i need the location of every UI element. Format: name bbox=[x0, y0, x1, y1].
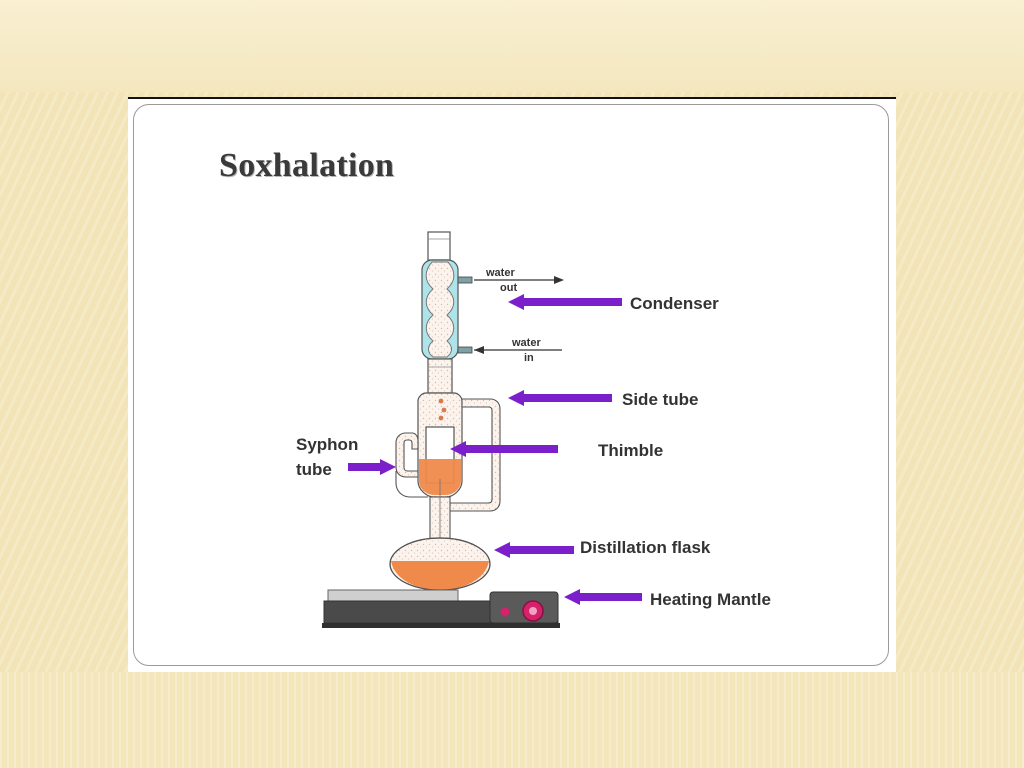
heater-arrow-icon bbox=[564, 589, 642, 605]
droplet bbox=[441, 407, 447, 413]
water-in-label-1: water bbox=[511, 337, 541, 349]
water-out-label-2: out bbox=[500, 282, 517, 294]
soxhlet-diagram: water out water in bbox=[296, 231, 771, 628]
condenser-inner-tube bbox=[425, 261, 455, 358]
heating-mantle-label: Heating Mantle bbox=[650, 590, 771, 609]
distillation-flask-label: Distillation flask bbox=[580, 538, 711, 557]
condenser-label: Condenser bbox=[630, 294, 719, 313]
extractor-neck bbox=[427, 358, 453, 394]
side-tube-arrow-icon bbox=[508, 390, 612, 406]
slide-panel: Soxhalation water out water in bbox=[128, 97, 896, 672]
heater-knob-small bbox=[500, 607, 510, 617]
syphon-arrow-icon bbox=[348, 459, 396, 475]
condenser-arrow-icon bbox=[508, 294, 622, 310]
heater-top-plate bbox=[327, 589, 459, 602]
water-in-nozzle bbox=[457, 346, 473, 354]
thimble-label: Thimble bbox=[598, 441, 663, 460]
droplet bbox=[438, 415, 444, 421]
flask-arrow-icon bbox=[494, 542, 574, 558]
slide-title: Soxhalation bbox=[219, 147, 395, 184]
arrow-left-icon bbox=[474, 346, 484, 354]
condenser-top-joint bbox=[427, 231, 451, 261]
syphon-tube bbox=[395, 432, 419, 478]
thimble-arrow-icon bbox=[450, 441, 558, 457]
slide-frame bbox=[133, 104, 889, 666]
droplet bbox=[438, 398, 444, 404]
background-top-band bbox=[0, 0, 1024, 92]
syphon-label-line1: Syphon bbox=[296, 435, 358, 454]
flask-solvent bbox=[391, 561, 489, 590]
arrow-right-icon bbox=[554, 276, 564, 284]
background-bottom-band bbox=[0, 672, 1024, 768]
side-tube-label: Side tube bbox=[622, 390, 699, 409]
water-out-nozzle bbox=[457, 276, 473, 284]
syphon-label-line2: tube bbox=[296, 460, 332, 479]
water-out-label-1: water bbox=[485, 267, 515, 279]
heater-base bbox=[322, 623, 560, 628]
extractor-solvent bbox=[419, 459, 461, 495]
water-in-label-2: in bbox=[524, 352, 534, 364]
